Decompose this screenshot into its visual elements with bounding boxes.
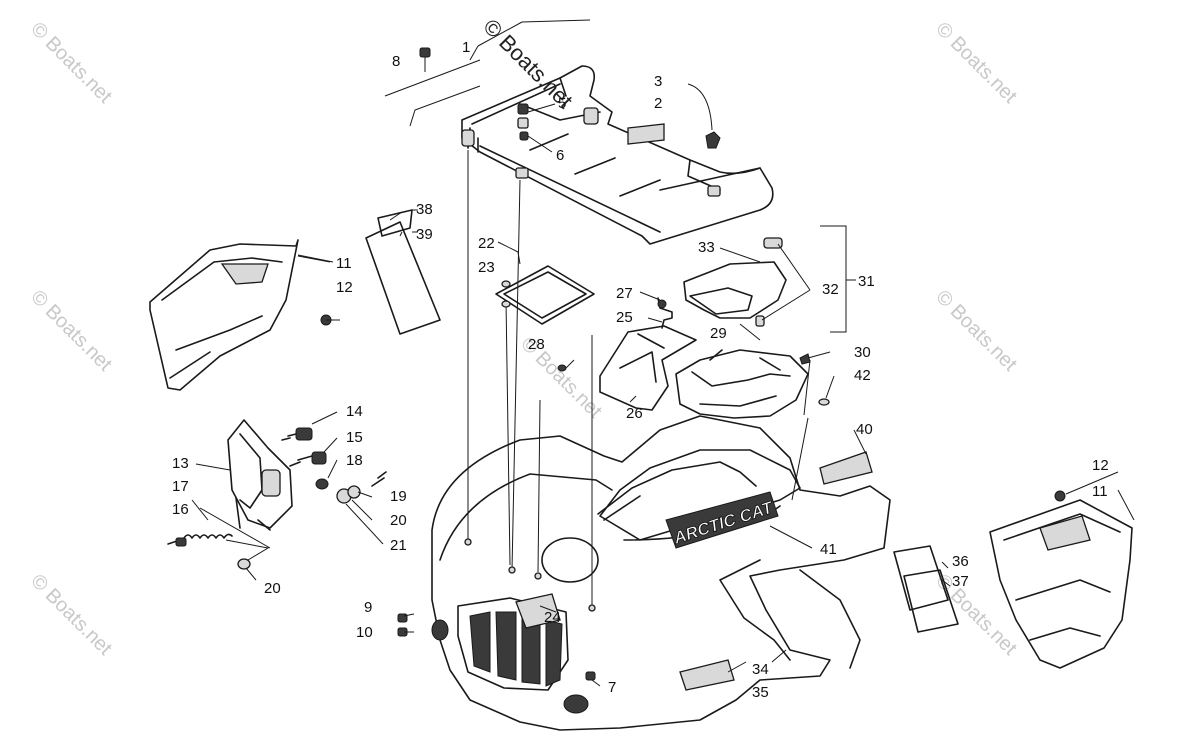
callout-34: 34 <box>752 661 769 678</box>
callout-28: 28 <box>528 336 545 353</box>
callout-1: 1 <box>462 39 470 56</box>
callout-20-upper: 20 <box>390 512 407 529</box>
callout-13: 13 <box>172 455 189 472</box>
callout-11-right: 11 <box>1092 483 1108 500</box>
callout-33: 33 <box>698 239 715 256</box>
watermark: © Boats.net <box>26 18 116 108</box>
front-rack <box>461 65 774 245</box>
watermark: © Boats.net <box>26 286 116 376</box>
callout-23: 23 <box>478 259 495 276</box>
callout-22: 22 <box>478 235 495 252</box>
explode-lines <box>467 150 811 605</box>
callout-8: 8 <box>392 53 400 70</box>
callout-12-right: 12 <box>1092 457 1109 474</box>
callout-2: 2 <box>654 95 662 112</box>
callout-12-left: 12 <box>336 279 353 296</box>
callout-15: 15 <box>346 429 363 446</box>
callout-32: 32 <box>822 281 839 298</box>
callout-17: 17 <box>172 478 189 495</box>
front-fender: ARCTIC CAT <box>397 353 891 731</box>
callout-11-left: 11 <box>336 255 352 272</box>
callout-25: 25 <box>616 309 633 326</box>
callout-36: 36 <box>952 553 969 570</box>
callout-30: 30 <box>854 344 871 361</box>
callout-42: 42 <box>854 367 871 384</box>
callout-9: 9 <box>364 599 372 616</box>
bolt-8 <box>419 47 431 72</box>
watermark: © Boats.net <box>931 286 1021 376</box>
callout-40: 40 <box>856 421 873 438</box>
callout-6: 6 <box>556 147 564 164</box>
callout-29: 29 <box>710 325 727 342</box>
leader-lines <box>191 45 1135 687</box>
watermark: © Boats.net <box>26 570 116 660</box>
callout-39: 39 <box>416 226 433 243</box>
callout-16: 16 <box>172 501 189 518</box>
plate-22 <box>495 241 595 325</box>
callout-7: 7 <box>608 679 616 696</box>
callout-26: 26 <box>626 405 643 422</box>
storage-box <box>557 225 856 419</box>
callout-27: 27 <box>616 285 633 302</box>
watermark: © Boats.net <box>931 18 1021 108</box>
callout-35: 35 <box>752 684 769 701</box>
callout-3: 3 <box>654 73 662 90</box>
label-2 <box>627 123 665 145</box>
headlight-assembly <box>167 419 387 570</box>
callout-31: 31 <box>858 273 875 290</box>
callout-38: 38 <box>416 201 433 218</box>
callout-19: 19 <box>390 488 407 505</box>
callout-10: 10 <box>356 624 373 641</box>
callout-18: 18 <box>346 452 363 469</box>
callout-37: 37 <box>952 573 969 590</box>
callout-20-lower: 20 <box>264 580 281 597</box>
callout-41: 41 <box>820 541 837 558</box>
left-side-panel <box>149 239 340 391</box>
callouts: 1 2 3 5 6 7 8 9 10 11 11 12 12 13 14 15 … <box>172 39 1109 701</box>
callout-5: 5 <box>558 95 566 112</box>
fasteners-5-6 <box>517 103 556 153</box>
right-side-panel <box>893 490 1133 669</box>
nut-3 <box>687 83 721 149</box>
callout-24: 24 <box>544 609 561 626</box>
callout-21: 21 <box>390 537 407 554</box>
callout-14: 14 <box>346 403 363 420</box>
